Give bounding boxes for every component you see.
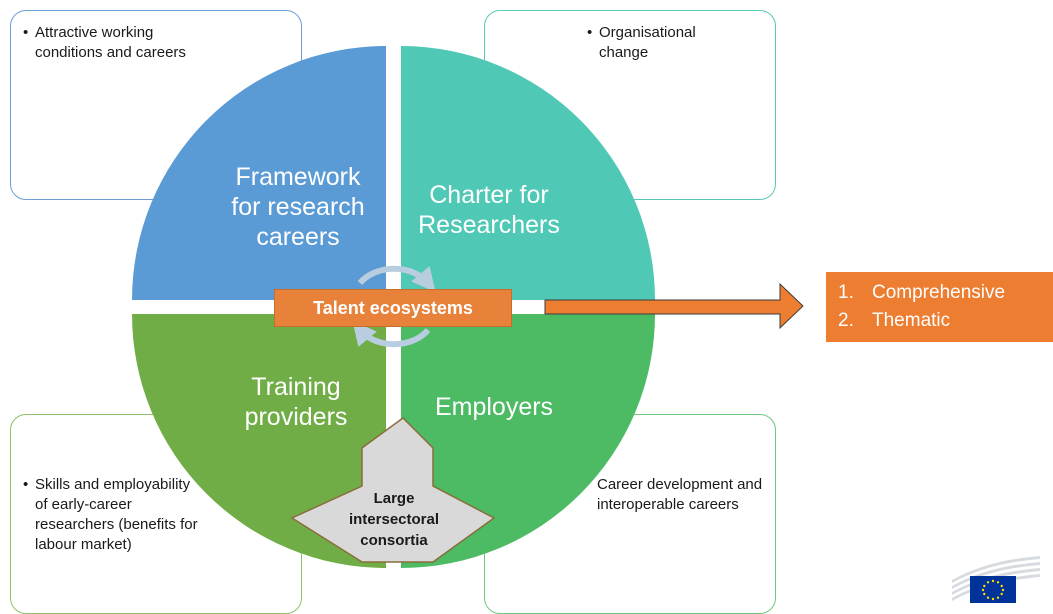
box-text: Career development and interoperable car… <box>597 476 763 513</box>
bullet-item: • Organisational change <box>587 23 775 63</box>
quadrant-label-top-left: Framework for research careers <box>231 163 365 251</box>
outcome-number: 2. <box>838 310 854 331</box>
outcome-label: Comprehensive <box>872 282 1006 303</box>
outcome-number: 1. <box>838 282 854 303</box>
quadrant-top-left <box>132 46 386 300</box>
consortia-label: Large intersectoral consortia <box>348 490 440 549</box>
outcome-label: Thematic <box>872 310 951 331</box>
cycle-arrow-icon <box>357 265 436 293</box>
outcome-arrow <box>544 282 804 330</box>
outcome-list-box: 1. Comprehensive 2. Thematic <box>826 272 1053 342</box>
outcome-list-item: 1. Comprehensive <box>838 279 1053 307</box>
outcome-list-item: 2. Thematic <box>838 307 1053 335</box>
talent-ecosystems-label: Talent ecosystems <box>274 289 512 327</box>
bullet-item: • Skills and employability of early-care… <box>23 475 301 555</box>
consortia-shape <box>290 417 496 563</box>
bullet-item: • Attractive working conditions and care… <box>23 23 301 63</box>
bullet-text: Skills and employability of early-career… <box>35 476 198 553</box>
quadrant-label-top-right: Charter for Researchers <box>418 181 560 239</box>
bullet-text: Attractive working conditions and career… <box>35 24 186 61</box>
bullet-dot: • <box>23 24 29 41</box>
bullet-dot: • <box>23 476 29 493</box>
logo-building-stripes <box>952 556 1040 601</box>
bullet-dot: • <box>587 24 593 41</box>
eu-flag-icon <box>952 556 1040 603</box>
quadrant-top-right <box>401 46 655 300</box>
cycle-arrow-icon <box>352 320 431 348</box>
quadrant-label-bottom-right: Employers <box>434 393 554 421</box>
bullet-text: Organisational change <box>599 24 696 61</box>
eu-stars <box>981 579 1005 601</box>
quadrant-label-bottom-left: Training providers <box>244 373 348 431</box>
